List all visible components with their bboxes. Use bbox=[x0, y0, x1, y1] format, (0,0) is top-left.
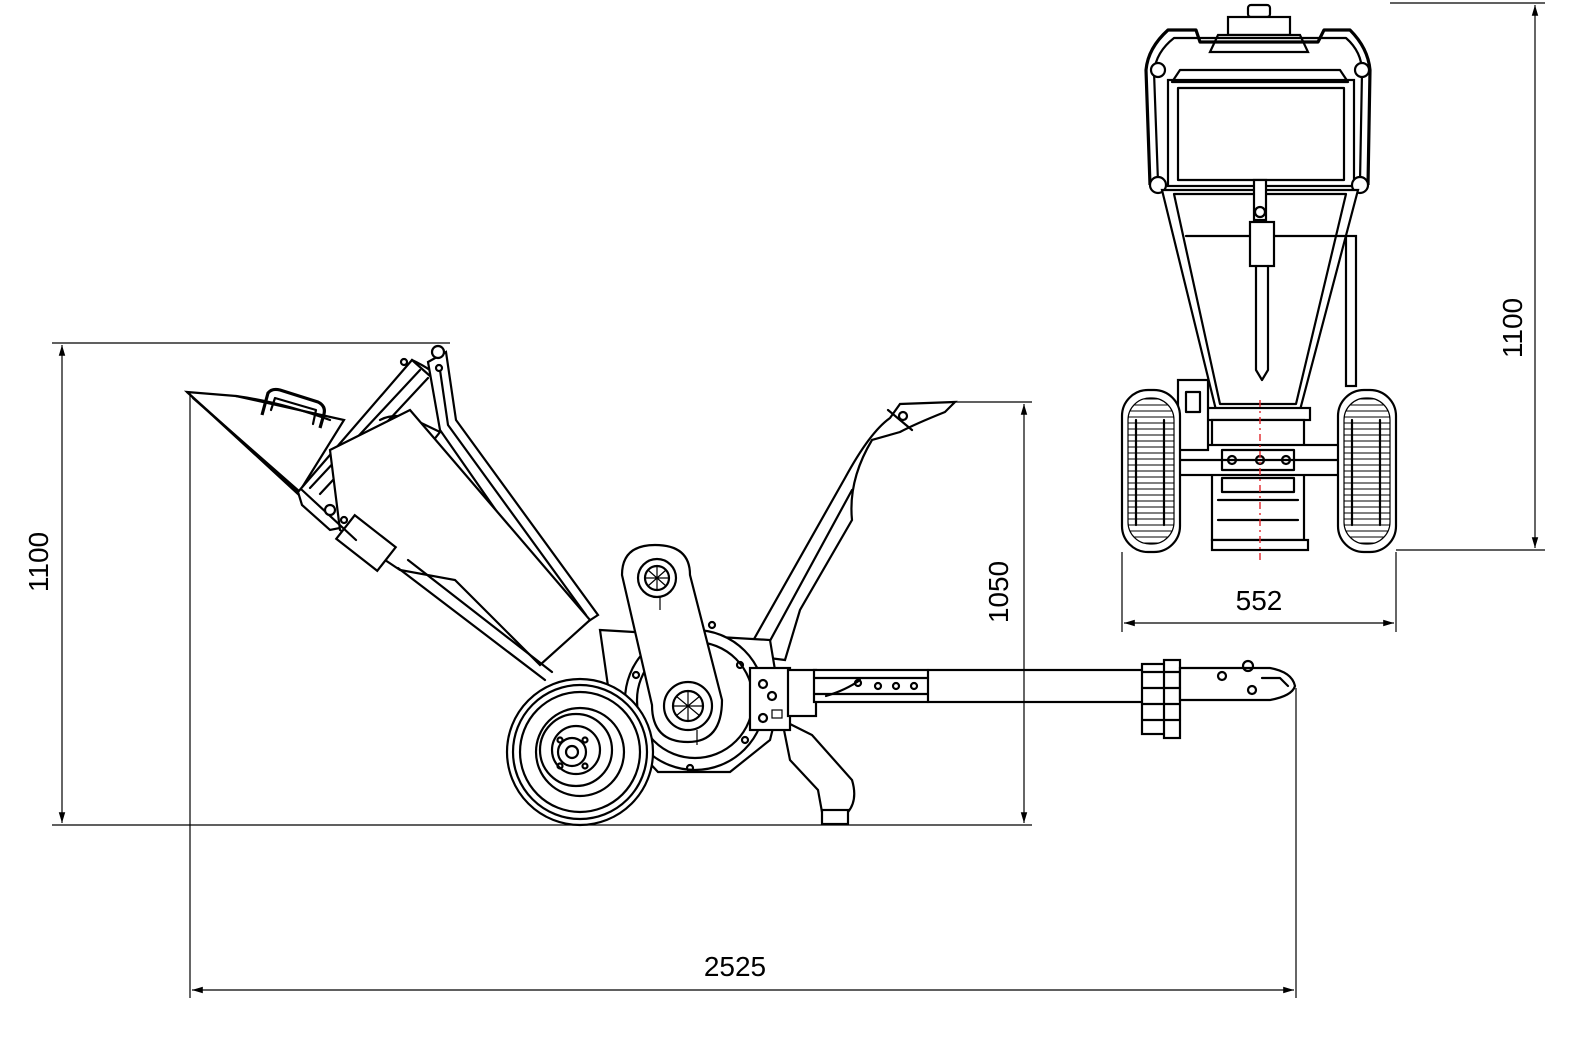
front-funnel bbox=[1160, 188, 1360, 412]
belt-guard bbox=[620, 543, 724, 745]
side-dimensions bbox=[52, 342, 1297, 998]
discharge-chute bbox=[743, 400, 958, 662]
support-stand bbox=[780, 718, 856, 826]
dim-side-height: 1100 bbox=[23, 532, 54, 592]
side-wheel bbox=[505, 677, 655, 827]
dim-chute-height: 1050 bbox=[983, 561, 1014, 623]
front-center-rod bbox=[1248, 178, 1276, 382]
feed-funnel bbox=[300, 408, 592, 682]
drawbar-mount bbox=[748, 666, 818, 732]
front-top-cap bbox=[1208, 3, 1310, 54]
front-wheel-right bbox=[1336, 388, 1398, 554]
side-view: 1100 1050 2525 bbox=[23, 342, 1297, 998]
hopper-support-arm bbox=[399, 344, 600, 630]
front-handle-frame bbox=[1144, 28, 1372, 195]
front-wheel-left bbox=[1120, 388, 1182, 554]
dim-front-width: 552 bbox=[1236, 585, 1283, 616]
front-view: 1100 552 bbox=[1120, 2, 1545, 632]
drawbar bbox=[812, 668, 1156, 704]
front-dimensions bbox=[1121, 2, 1545, 632]
tow-hitch bbox=[1140, 658, 1297, 740]
dim-front-height: 1100 bbox=[1497, 298, 1528, 358]
dim-overall-length: 2525 bbox=[704, 951, 766, 982]
